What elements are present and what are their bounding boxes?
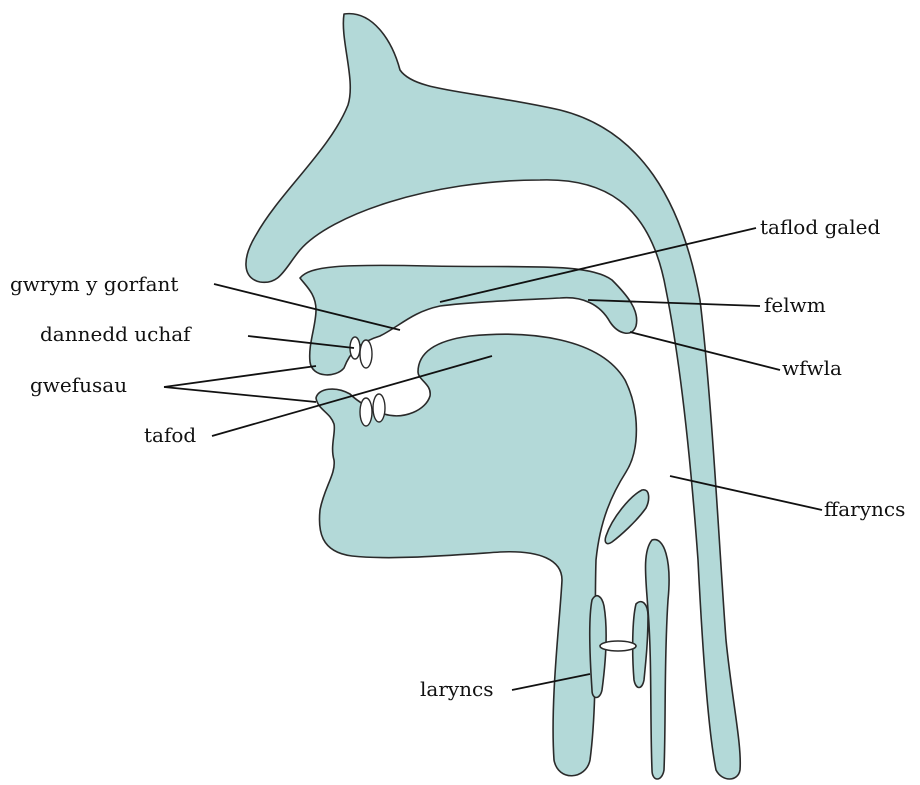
label-gwefusau: gwefusau bbox=[30, 373, 127, 397]
label-wfwla: wfwla bbox=[782, 356, 842, 380]
label-felwm: felwm bbox=[764, 293, 826, 317]
label-ffaryncs: ffaryncs bbox=[824, 497, 905, 521]
leader-gwefusau-top bbox=[164, 366, 316, 387]
leader-gwefusau-bottom bbox=[164, 387, 316, 402]
label-dannedd-uchaf: dannedd uchaf bbox=[40, 322, 192, 346]
arytenoid-column bbox=[646, 540, 670, 779]
label-taflod-galed: taflod galed bbox=[760, 215, 880, 239]
glottis bbox=[600, 641, 636, 651]
label-gwrym-y-gorfant: gwrym y gorfant bbox=[10, 272, 178, 296]
label-laryncs: laryncs bbox=[420, 677, 494, 701]
lower-tooth-back bbox=[373, 394, 385, 422]
lower-tooth-front bbox=[360, 398, 372, 426]
upper-tooth-back bbox=[360, 340, 372, 368]
label-tafod: tafod bbox=[144, 423, 196, 447]
